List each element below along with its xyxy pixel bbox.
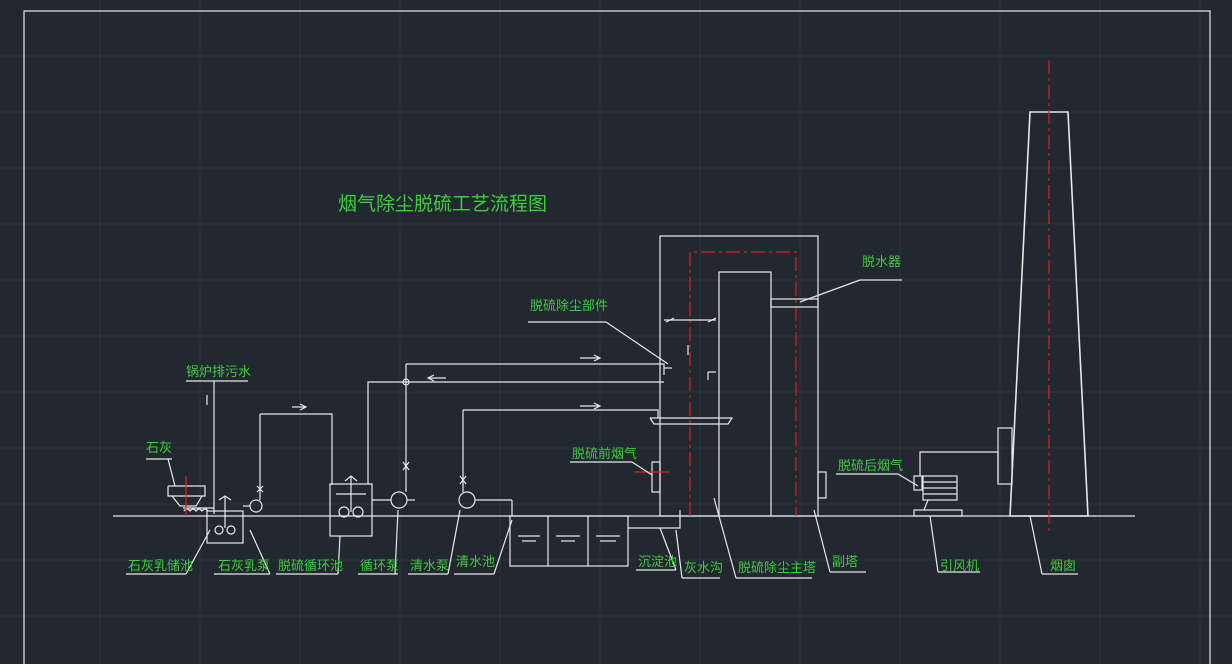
label-chimney: 烟囱 xyxy=(1050,559,1076,574)
label-lime: 石灰 xyxy=(146,441,172,456)
label-boiler-water: 锅炉排污水 xyxy=(186,364,251,380)
clear-water-pump xyxy=(458,402,659,516)
label-ash-ditch: 灰水沟 xyxy=(684,561,723,576)
label-circ-pump: 循环泵 xyxy=(360,559,399,574)
label-clear-pump: 清水泵 xyxy=(410,559,449,574)
label-post-flue: 脱硫后烟气 xyxy=(838,458,903,474)
leader-lines xyxy=(126,279,1078,579)
induced-draft-fan xyxy=(913,451,999,517)
label-pre-flue: 脱硫前烟气 xyxy=(572,446,637,462)
label-main-tower: 脱硫除尘主塔 xyxy=(738,561,816,576)
desulf-circulation-tank xyxy=(329,475,373,537)
label-clear-tank: 清水池 xyxy=(456,555,495,570)
chimney xyxy=(997,60,1089,532)
label-demister: 脱水器 xyxy=(862,255,901,270)
lime-milk-pump xyxy=(243,403,333,513)
label-desulf-circ-tank: 脱硫循环池 xyxy=(278,559,343,574)
drawing-frame xyxy=(23,10,1211,664)
circulation-pump xyxy=(372,364,415,509)
label-fan: 引风机 xyxy=(940,559,979,574)
label-lime-milk-tank: 石灰乳储池 xyxy=(128,559,193,574)
diagram-title: 烟气除尘脱硫工艺流程图 xyxy=(338,193,547,215)
post-flue-outlet xyxy=(817,471,827,499)
tower-supply-pipes xyxy=(367,354,672,484)
label-dust-part: 脱硫除尘部件 xyxy=(530,299,608,314)
pre-flue-inlet xyxy=(634,461,670,493)
label-lime-milk-pump: 石灰乳泵 xyxy=(218,559,270,574)
lime-hopper xyxy=(167,458,214,516)
label-aux-tower: 副塔 xyxy=(832,555,858,570)
label-settling-tank: 沉淀池 xyxy=(638,555,677,570)
lime-milk-tank xyxy=(206,495,244,544)
boiler-water-pipe xyxy=(186,380,248,514)
main-desulf-tower xyxy=(649,235,819,517)
